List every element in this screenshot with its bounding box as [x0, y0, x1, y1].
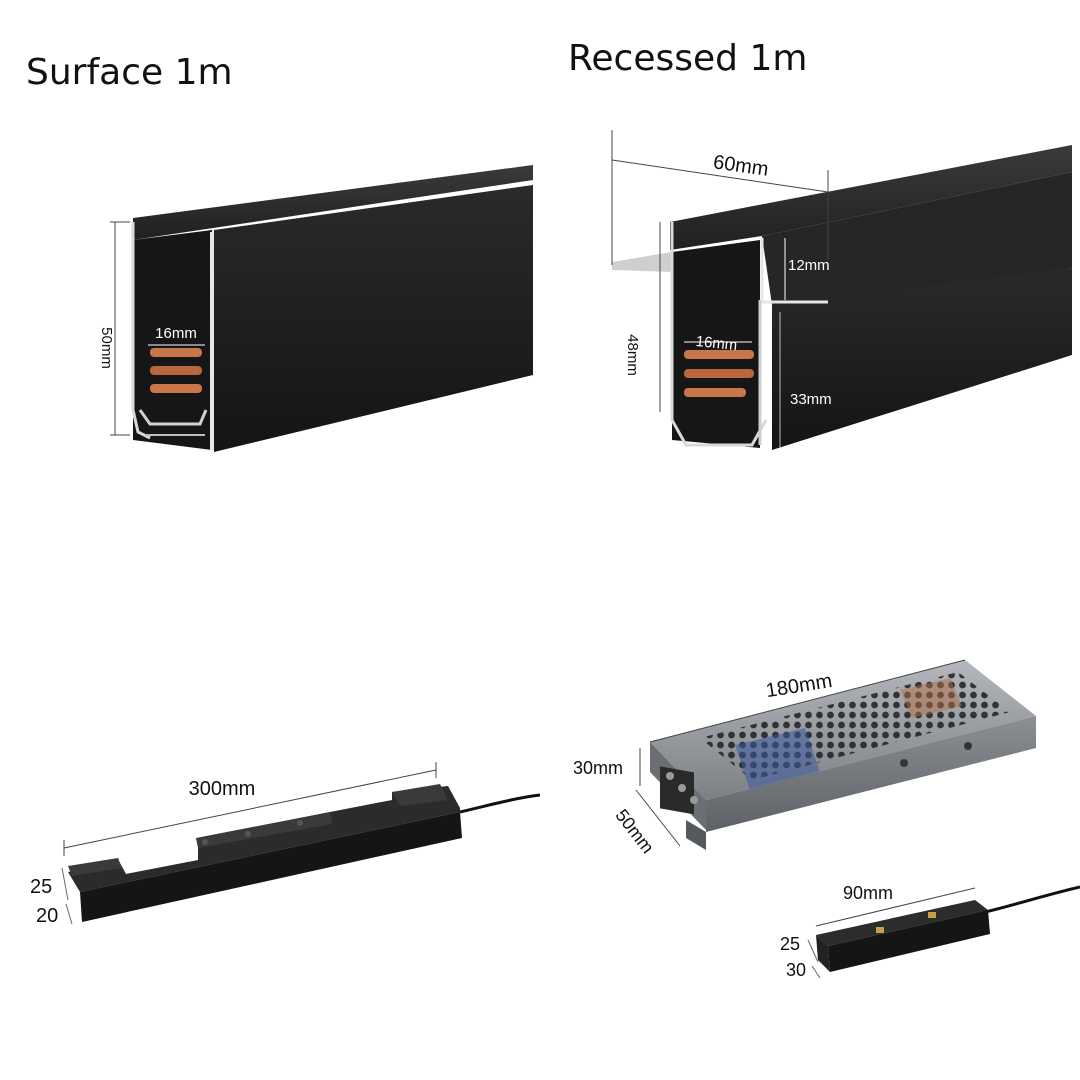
surface-slot-dimension: 16mm: [155, 325, 197, 342]
connector-length-dimension: 90mm: [843, 883, 893, 903]
surface-copper-conductors: [150, 348, 202, 393]
surface-track-title: Surface 1m: [26, 52, 233, 93]
psu-depth-dimension: 50mm: [611, 805, 658, 857]
recessed-track-title: Recessed 1m: [568, 38, 808, 79]
linear-light-dim-a: 25: [30, 876, 52, 898]
linear-light-length-dimension: 300mm: [189, 778, 256, 800]
psu-height-dimension: 30mm: [573, 758, 623, 778]
power-supply-image: 180mm 30mm 50mm: [573, 659, 1036, 857]
recessed-height-dimension: 48mm: [624, 334, 641, 376]
recessed-copper-conductors: [684, 350, 754, 397]
recessed-body-dimension: 33mm: [790, 391, 832, 408]
linear-light-image: 300mm 25 20: [30, 762, 541, 927]
recessed-track-image: 60mm 12mm 48mm 16mm 33mm: [611, 130, 1072, 450]
recessed-lip-dimension: 12mm: [788, 257, 830, 274]
linear-light-dim-b: 20: [36, 905, 58, 927]
recessed-slot-dimension: 16mm: [695, 333, 738, 354]
connector-dim-a: 25: [780, 934, 800, 954]
connector-dim-b: 30: [786, 960, 806, 980]
surface-track-image: 50mm 16mm: [98, 165, 533, 452]
surface-height-dimension: 50mm: [98, 327, 115, 369]
connector-image: 90mm 25 30: [780, 883, 1080, 980]
